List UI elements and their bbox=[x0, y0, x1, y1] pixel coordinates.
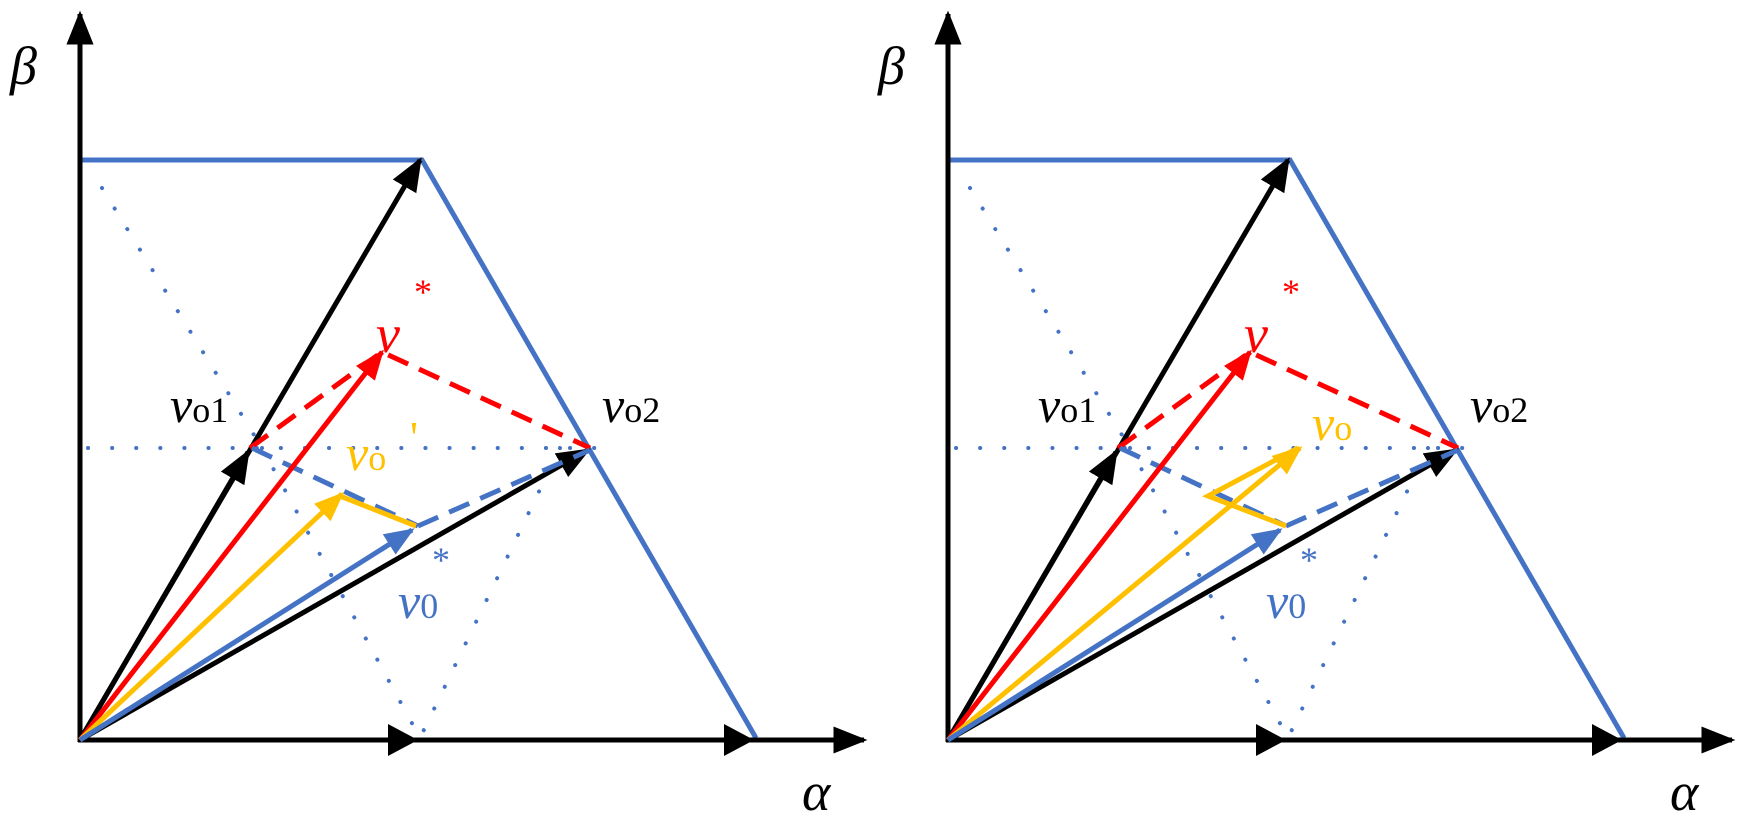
alpha-axis-vertex-arrow bbox=[724, 724, 754, 756]
v0-star-superscript: * bbox=[432, 540, 450, 580]
red-dashed-construction bbox=[1116, 349, 1460, 451]
hexagon-boundary bbox=[946, 157, 1627, 740]
v-star-vector bbox=[946, 349, 1252, 742]
alpha-axis-vertex-arrow bbox=[1592, 724, 1622, 756]
panel-left: β α v * vo1 vo2 vo ' v0 * bbox=[9, 10, 868, 821]
v-star-label: v bbox=[376, 304, 400, 364]
red-dashed-construction bbox=[248, 349, 592, 451]
vo2-vector bbox=[946, 447, 1459, 743]
vo-prime-vector bbox=[78, 491, 345, 742]
v-star-vector bbox=[78, 349, 384, 742]
hexagon-boundary bbox=[78, 157, 759, 740]
vo2-vector bbox=[78, 447, 591, 743]
vo1-label: vo1 bbox=[170, 377, 228, 433]
beta-label: β bbox=[877, 36, 905, 96]
vo1-vector bbox=[945, 449, 1119, 742]
v0-star-label: v0 bbox=[1266, 573, 1306, 629]
alpha-axis-midpoint-arrow bbox=[388, 724, 418, 756]
alpha-axis-midpoint-arrow bbox=[1256, 724, 1286, 756]
v0-star-superscript: * bbox=[1300, 540, 1318, 580]
yellow-correction bbox=[1201, 445, 1300, 529]
v-star-superscript: * bbox=[1282, 272, 1300, 312]
v0-star-label: v0 bbox=[398, 573, 438, 629]
v0-star-vector bbox=[946, 527, 1283, 743]
v-star-label: v bbox=[1244, 304, 1268, 364]
dotted-guides bbox=[86, 186, 597, 740]
vo-prime-mark: ' bbox=[410, 413, 418, 462]
beta-label: β bbox=[9, 36, 37, 96]
v-star-superscript: * bbox=[414, 272, 432, 312]
vo1-label: vo1 bbox=[1038, 377, 1096, 433]
blue-dashed-to-vo1 bbox=[250, 445, 420, 529]
panel-right: β α v * vo1 vo2 vo v0 * bbox=[877, 10, 1736, 821]
vo-prime-label: vo bbox=[346, 425, 386, 481]
blue-dashed-to-vo2 bbox=[416, 447, 592, 529]
vo-vector bbox=[946, 446, 1303, 742]
v0-star-vector bbox=[78, 527, 415, 743]
yellow-correction bbox=[339, 493, 417, 529]
vo1-vector bbox=[77, 449, 251, 742]
vo2-label: vo2 bbox=[1470, 377, 1528, 433]
dotted-guides bbox=[954, 186, 1465, 740]
blue-dashed-to-vo2 bbox=[1284, 447, 1460, 529]
vo-label: vo bbox=[1312, 395, 1352, 451]
vo2-label: vo2 bbox=[602, 377, 660, 433]
alpha-label: α bbox=[802, 762, 832, 821]
alpha-label: α bbox=[1670, 762, 1700, 821]
